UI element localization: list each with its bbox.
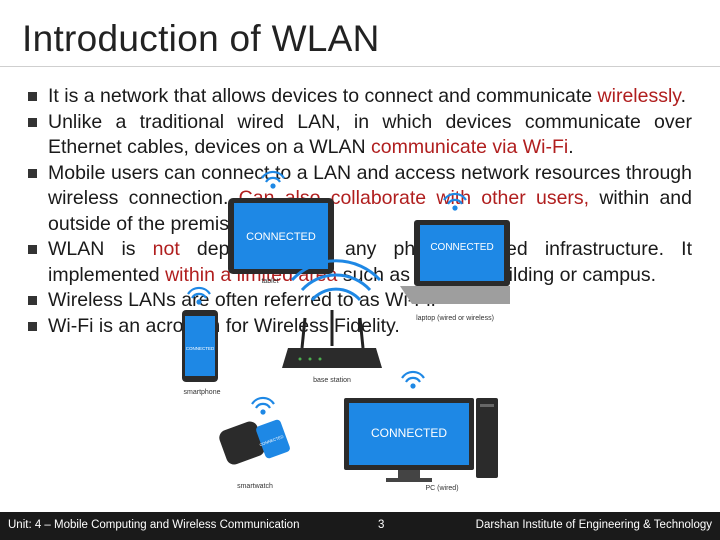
bullet-square-icon (28, 117, 37, 127)
watch-label: smartwatch (237, 483, 273, 490)
desktop-pc-icon: CONNECTED PC (wired) (344, 398, 498, 492)
wlan-devices-graphic: CONNECTED tablet CONNECTED laptop (wired… (182, 170, 510, 492)
bullet-item: Wi-Fi is an acronym for Wireless Fidelit… (28, 314, 692, 340)
bullet-item: Wireless LANs are often referred to as W… (28, 288, 692, 314)
slide-footer: Unit: 4 – Mobile Computing and Wireless … (0, 512, 720, 540)
footer-page-number: 3 (378, 519, 385, 531)
smartphone-icon: CONNECTED smartphone (182, 310, 221, 396)
title-divider (0, 66, 720, 67)
tablet-icon: CONNECTED tablet (228, 198, 334, 285)
bullet-square-icon (28, 296, 37, 305)
bullet-item: Unlike a traditional wired LAN, in which… (28, 110, 692, 161)
phone-screen-text: CONNECTED (186, 346, 215, 351)
bullet-list: It is a network that allows devices to c… (28, 84, 692, 339)
wlan-illustration: CONNECTED tablet CONNECTED laptop (wired… (150, 170, 510, 495)
router-signal-icon (290, 259, 382, 302)
bullet-text: Mobile users can connect to a LAN and ac… (48, 161, 692, 210)
bullet-text: wirelessly (597, 85, 681, 107)
laptop-screen-text: CONNECTED (430, 242, 493, 253)
bullet-text: not (152, 238, 180, 260)
bullet-item: It is a network that allows devices to c… (28, 84, 692, 110)
tablet-screen-text: CONNECTED (246, 231, 316, 243)
bullet-item: Mobile users can connect to a LAN and ac… (28, 161, 692, 238)
smartwatch-icon: CONNECTED smartwatch (219, 419, 290, 490)
pc-label: PC (wired) (425, 485, 458, 492)
bullet-square-icon (28, 168, 37, 178)
phone-label: smartphone (184, 389, 221, 396)
bullet-square-icon (28, 92, 37, 101)
tablet-label: tablet (261, 278, 278, 285)
bullet-text: WLAN is (48, 238, 153, 260)
router-label: base station (313, 377, 351, 384)
router-icon: base station (282, 310, 382, 384)
laptop-icon: CONNECTED laptop (wired or wireless) (400, 220, 510, 322)
bullet-text: Unlike a traditional wired LAN, in which… (48, 110, 692, 159)
bullet-text: communicate via Wi-Fi (371, 136, 569, 158)
bullet-text: . (680, 85, 687, 107)
bullet-square-icon (28, 245, 37, 254)
bullet-text: Wireless LANs are often referred to as W… (48, 289, 436, 311)
bullet-square-icon (28, 321, 37, 331)
slide-title: Introduction of WLAN (22, 18, 380, 59)
bullet-text: It is a network that allows devices to c… (48, 85, 598, 107)
wifi-icon (187, 170, 467, 415)
laptop-label: laptop (wired or wireless) (416, 315, 494, 322)
bullet-text: within and outside of the premises. (48, 187, 692, 235)
pc-screen-text: CONNECTED (371, 426, 447, 440)
footer-unit: Unit: 4 – Mobile Computing and Wireless … (8, 519, 300, 531)
footer-institute: Darshan Institute of Engineering & Techn… (475, 519, 712, 531)
bullet-text: . (568, 136, 574, 158)
bullet-text: Wi-Fi is an acronym for Wireless Fidelit… (48, 314, 400, 337)
